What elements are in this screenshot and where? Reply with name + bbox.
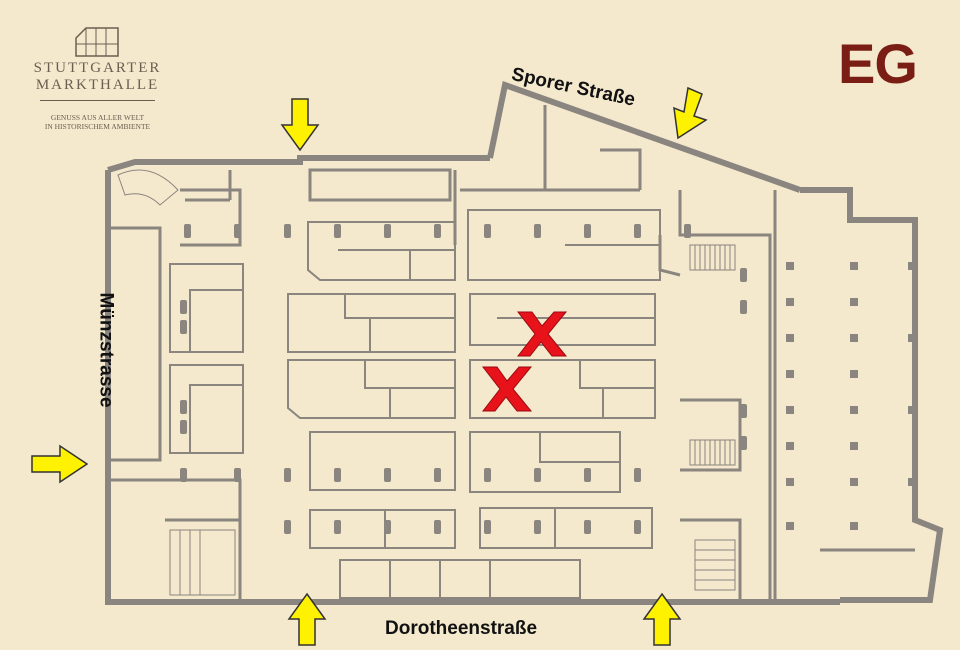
red-x-marker-icon bbox=[516, 311, 568, 357]
entrance-arrow-right-icon bbox=[31, 444, 89, 484]
logo-title-line1: STUTTGARTER bbox=[33, 60, 162, 76]
floor-label: EG bbox=[838, 32, 918, 95]
entrance-arrow-up-icon bbox=[642, 592, 682, 646]
pillars bbox=[180, 224, 916, 534]
entrance-arrow-down-icon bbox=[280, 98, 320, 152]
outer-walls bbox=[105, 81, 944, 605]
entrance-arrow-down-icon bbox=[673, 86, 708, 140]
street-label-muenz: Münzstrasse bbox=[95, 292, 117, 408]
logo-tagline2: IN HISTORISCHEM AMBIENTE bbox=[44, 122, 151, 131]
logo-title-line2: MARKTHALLE bbox=[35, 77, 160, 93]
building-icon bbox=[75, 27, 119, 57]
logo-tagline1: GENUSS AUS ALLER WELT bbox=[50, 113, 145, 122]
market-stands bbox=[169, 209, 661, 599]
stairs bbox=[117, 169, 736, 596]
entrance-arrow-up-icon bbox=[287, 592, 327, 646]
logo-divider bbox=[40, 100, 155, 101]
inner-walls bbox=[110, 105, 915, 600]
street-label-dorotheen: Dorotheenstraße bbox=[385, 618, 538, 639]
red-x-marker-icon bbox=[481, 366, 533, 412]
